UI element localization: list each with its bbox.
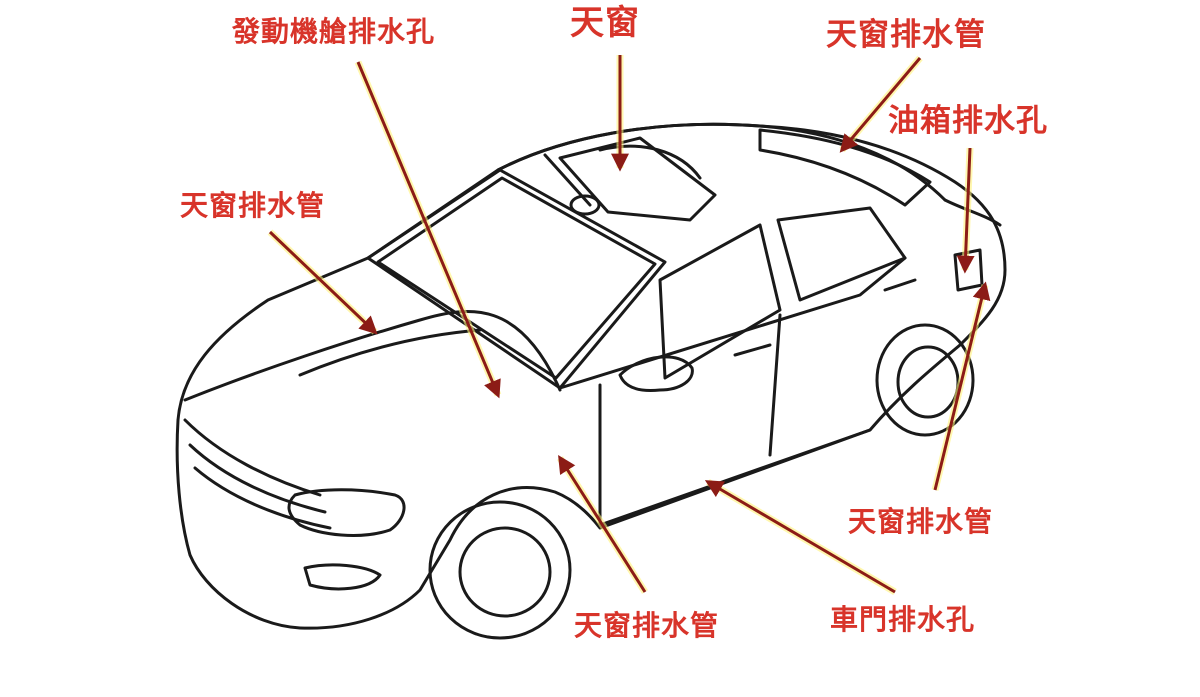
label-engine-bay-drain: 發動機艙排水孔 bbox=[232, 15, 436, 48]
label-sunroof: 天窗 bbox=[570, 3, 640, 43]
label-sunroof-drain-left: 天窗排水管 bbox=[180, 189, 326, 222]
label-fuel-tank-drain: 油箱排水孔 bbox=[888, 103, 1048, 139]
callout-arrows bbox=[267, 55, 991, 596]
label-sunroof-drain-rear-top: 天窗排水管 bbox=[826, 17, 986, 53]
label-door-drain: 車門排水孔 bbox=[830, 603, 976, 636]
label-sunroof-drain-rear-right: 天窗排水管 bbox=[848, 505, 994, 538]
label-sunroof-drain-front-bottom: 天窗排水管 bbox=[574, 609, 720, 642]
